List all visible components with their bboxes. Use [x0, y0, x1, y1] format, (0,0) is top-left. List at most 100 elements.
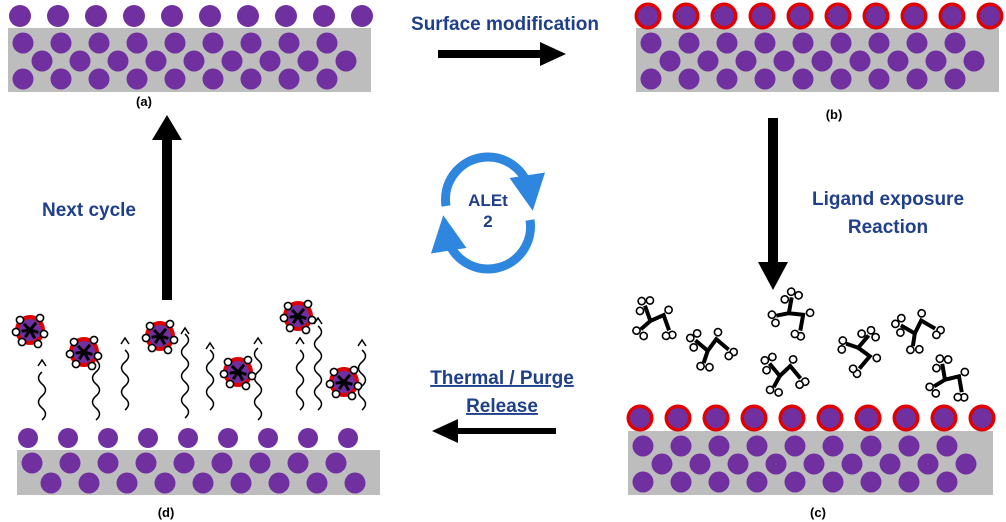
atom	[906, 32, 928, 54]
atom	[164, 68, 186, 90]
atom	[632, 435, 654, 457]
atom	[689, 453, 711, 475]
atom	[860, 471, 882, 493]
atom	[630, 408, 650, 428]
atom	[773, 50, 795, 72]
atom	[88, 68, 110, 90]
atom	[192, 472, 214, 494]
atom	[879, 453, 901, 475]
atom	[278, 32, 300, 54]
panel-b: (b)	[634, 2, 1004, 122]
atom	[268, 472, 290, 494]
label-next-cycle: Next cycle	[42, 200, 136, 221]
atom	[942, 6, 962, 26]
atom	[697, 50, 719, 72]
ligand-molecule	[632, 296, 677, 341]
atom	[313, 5, 335, 27]
atom	[754, 68, 776, 90]
atom	[12, 32, 34, 54]
atom	[98, 428, 118, 448]
atom	[123, 5, 145, 27]
panel-label-a: (a)	[136, 94, 152, 109]
ligand-molecule	[891, 308, 945, 355]
atom	[708, 435, 730, 457]
label-thermal-purge: Thermal / Purge	[430, 368, 574, 389]
atom	[670, 471, 692, 493]
atom	[936, 435, 958, 457]
metal-ligand-complex	[219, 355, 257, 391]
metal-ligand-complex	[65, 335, 103, 371]
atom	[972, 408, 992, 428]
atom	[178, 428, 198, 448]
atom	[78, 472, 100, 494]
panel-c: (c)	[626, 287, 996, 520]
atom	[744, 408, 764, 428]
atoms-c	[626, 404, 996, 493]
atom	[249, 452, 271, 474]
atom	[963, 50, 985, 72]
free-ligands	[632, 287, 970, 402]
atom	[822, 471, 844, 493]
atom	[792, 32, 814, 54]
release-trail	[253, 347, 263, 421]
atom	[50, 68, 72, 90]
atom	[868, 68, 890, 90]
atom	[126, 32, 148, 54]
atom	[860, 435, 882, 457]
release-trail	[295, 349, 305, 411]
atom	[887, 50, 909, 72]
atom	[822, 435, 844, 457]
atom	[199, 5, 221, 27]
atom	[714, 6, 734, 26]
released-complexes	[11, 299, 367, 421]
atom	[784, 435, 806, 457]
atom	[50, 32, 72, 54]
atom	[640, 32, 662, 54]
release-trail	[205, 349, 215, 411]
atom	[841, 453, 863, 475]
release-trail	[180, 333, 190, 419]
atom	[335, 50, 357, 72]
atom	[145, 50, 167, 72]
atom	[668, 408, 688, 428]
metal-ligand-complex	[141, 319, 179, 355]
atom	[259, 50, 281, 72]
atom	[678, 68, 700, 90]
atom	[338, 428, 358, 448]
panel-a: (a)	[8, 5, 373, 109]
atom	[944, 32, 966, 54]
cycle-badge: ALEt 2	[430, 152, 546, 274]
release-trail	[357, 349, 367, 411]
label-release: Release	[466, 396, 538, 417]
release-trail	[37, 371, 47, 421]
atom	[746, 435, 768, 457]
panel-label-b: (b)	[826, 107, 843, 122]
metal-ligand-complex	[279, 299, 317, 335]
atom	[716, 32, 738, 54]
atom	[955, 453, 977, 475]
ligand-molecule	[925, 354, 970, 402]
atom	[316, 32, 338, 54]
atom	[47, 5, 69, 27]
cycle-arrow-upper-icon	[441, 152, 546, 211]
atom	[820, 408, 840, 428]
atom	[344, 472, 366, 494]
atom	[164, 32, 186, 54]
metal-ligand-complex	[325, 365, 363, 401]
atom	[858, 408, 878, 428]
atom	[830, 68, 852, 90]
release-trail	[313, 325, 323, 411]
atom	[202, 32, 224, 54]
atom	[784, 471, 806, 493]
atom	[221, 50, 243, 72]
metal-ligand-complex	[11, 313, 49, 349]
atom	[898, 435, 920, 457]
atom	[936, 471, 958, 493]
panel-label-c: (c)	[810, 505, 826, 520]
atom	[640, 68, 662, 90]
atom	[116, 472, 138, 494]
atom	[351, 5, 373, 27]
atom	[325, 452, 347, 474]
atom	[670, 435, 692, 457]
